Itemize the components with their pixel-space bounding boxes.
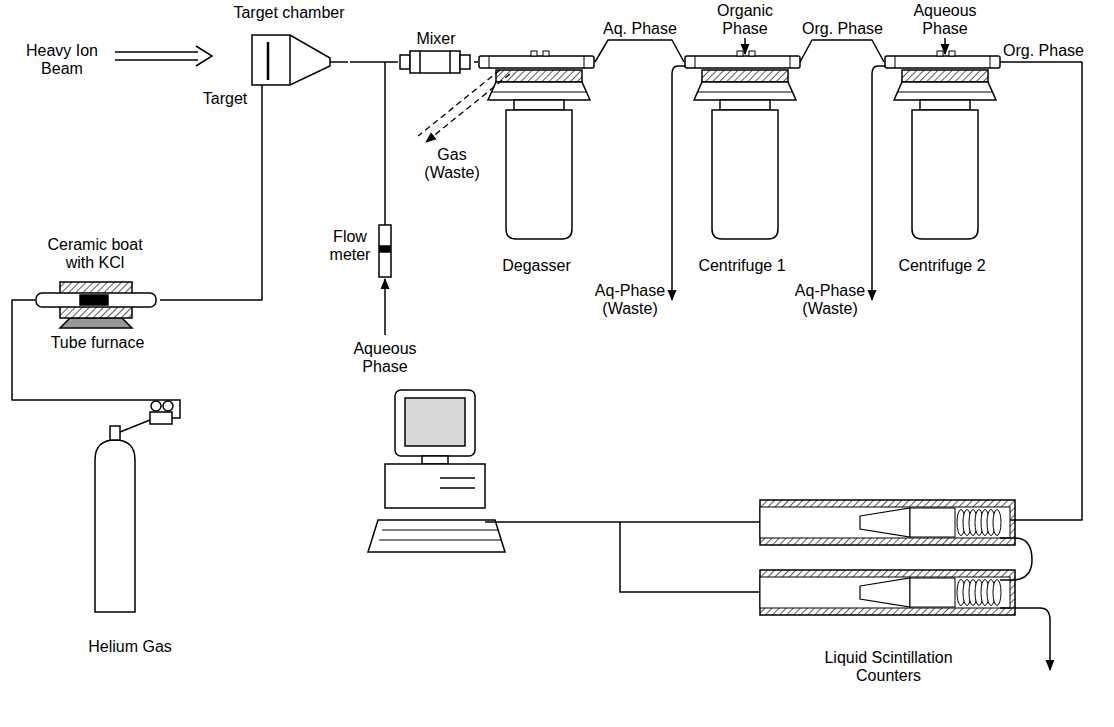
target-chamber: [252, 35, 348, 85]
helium-cylinder: [70, 400, 180, 612]
centrifuge-node: Centrifuge 2: [884, 50, 1000, 275]
mixer-node: Mixer: [398, 30, 474, 74]
chamber-node: Target chamber: [228, 4, 350, 85]
node-label: Centrifuge 1: [698, 257, 785, 275]
part-label: Ceramic boat with KCl: [41, 236, 149, 272]
counter-node: Liquid Scintillation Counters: [755, 495, 1022, 685]
gas-cylinder-node: Helium Gas: [70, 392, 190, 656]
beam-arrow: [115, 46, 212, 66]
inlet-arrow: [944, 38, 946, 54]
node-label: Mixer: [416, 30, 455, 48]
node-label: Degasser: [502, 257, 570, 275]
flow-meter: [379, 62, 391, 335]
node-label: Target chamber: [233, 4, 344, 22]
waste-outlet: [872, 66, 886, 300]
node-label: Helium Gas: [88, 638, 172, 656]
mixer: [400, 51, 470, 73]
outlet-label: Aq-Phase (Waste): [790, 282, 870, 318]
computer: [368, 390, 760, 592]
flow-line: [160, 85, 262, 300]
flow-line: [800, 40, 884, 62]
counter-unit: [760, 570, 1015, 615]
centrifuge-unit: [685, 51, 800, 239]
waste-outlet: [672, 66, 686, 300]
edge-label: Aq. Phase: [601, 20, 679, 38]
outlet-label: Aq-Phase (Waste): [590, 282, 670, 318]
flow-line: [1000, 62, 1082, 520]
degasser-unit: [479, 51, 594, 239]
edge-label: Org. Phase: [800, 20, 885, 38]
node-label: Centrifuge 2: [898, 257, 985, 275]
edge-label: Org. Phase: [1001, 42, 1086, 60]
gas-waste-outlet: [418, 70, 510, 142]
inlet-label: Aqueous Phase: [904, 2, 986, 38]
beam-label: Heavy Ion Beam: [16, 42, 108, 78]
inlet-label: Organic Phase: [706, 2, 784, 38]
part-label: Target: [195, 90, 255, 108]
flow-line: [474, 61, 478, 63]
inlet-arrow: [744, 38, 746, 54]
counter-tubing: [1000, 520, 1050, 670]
degasser-node: Degasser: [478, 50, 595, 275]
flow-line: [350, 61, 398, 63]
flow-line: [595, 40, 684, 62]
furnace-node: Tube furnace: [35, 280, 160, 352]
centrifuge-node: Centrifuge 1: [684, 50, 800, 275]
outlet-label: Gas (Waste): [420, 146, 484, 182]
part-label: Flow meter: [322, 228, 378, 264]
node-label: Liquid Scintillation Counters: [804, 649, 974, 685]
centrifuge-unit: [885, 51, 1000, 239]
counter-unit: [760, 500, 1015, 545]
tube-furnace: [36, 282, 156, 328]
inlet-label: Aqueous Phase: [346, 340, 424, 376]
node-label: Tube furnace: [51, 334, 145, 352]
